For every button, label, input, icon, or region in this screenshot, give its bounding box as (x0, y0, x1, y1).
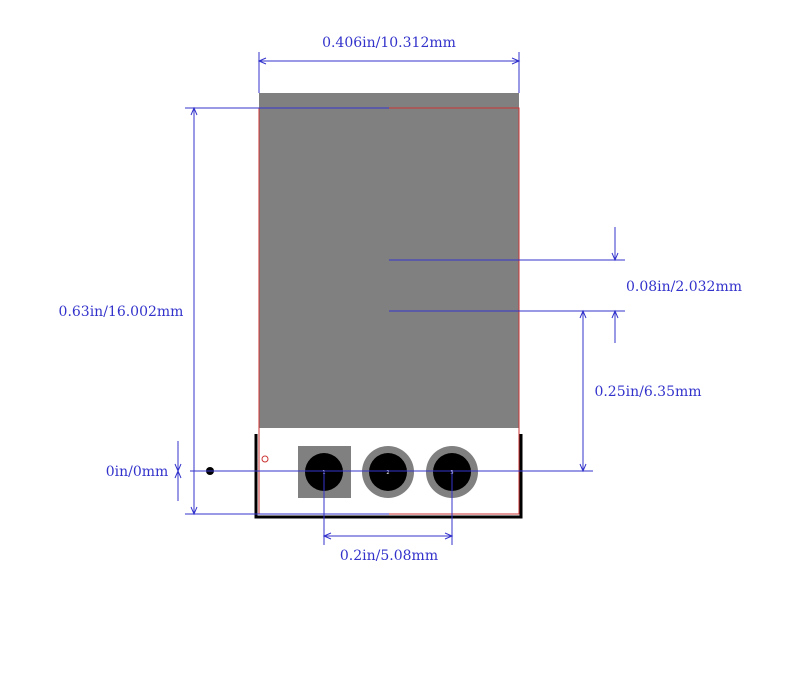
hole-offset-dimension-label: 0.25in/6.35mm (594, 384, 701, 400)
hole-offset-dimension (519, 309, 593, 473)
hole-gap-dimension (389, 227, 625, 343)
pin-pitch-dimension-label: 0.2in/5.08mm (340, 548, 438, 564)
pin-label-2: 2 (386, 470, 389, 476)
height-dimension (185, 106, 389, 516)
origin-dimension-label: 0in/0mm (106, 464, 169, 480)
width-dimension-label: 0.406in/10.312mm (322, 35, 456, 51)
drill-2 (369, 453, 407, 491)
hole-gap-dimension-label: 0.08in/2.032mm (626, 279, 742, 295)
height-dimension-label: 0.63in/16.002mm (59, 304, 184, 320)
origin-dimension (174, 441, 182, 501)
pin-pitch-dimension (322, 472, 454, 545)
width-dimension (257, 52, 521, 93)
pin1-marker (261, 455, 269, 463)
silkscreen-outline (254, 434, 523, 519)
